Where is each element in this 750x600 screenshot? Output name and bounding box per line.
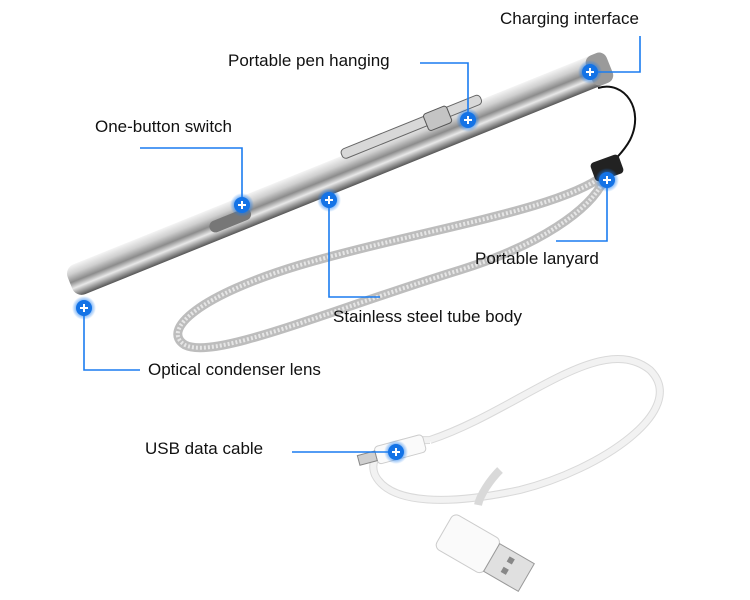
callout-markers [72,60,619,464]
label-condenser-lens: Optical condenser lens [148,360,321,379]
usb-a-plug [435,514,535,593]
plus-marker-icon [230,193,254,217]
plus-marker-icon [72,296,96,320]
label-charging-interface: Charging interface [500,9,639,28]
plus-marker-icon [456,108,480,132]
plus-marker-icon [595,168,619,192]
label-lanyard: Portable lanyard [475,249,599,268]
plus-marker-icon [384,440,408,464]
label-pen-hanging: Portable pen hanging [228,51,390,70]
label-usb-cable: USB data cable [145,439,264,458]
label-tube-body: Stainless steel tube body [333,307,523,326]
plus-marker-icon [578,60,602,84]
label-button-switch: One-button switch [95,117,233,136]
plus-marker-icon [317,188,341,212]
callout-lines [83,36,641,453]
usb-cable [369,355,664,507]
